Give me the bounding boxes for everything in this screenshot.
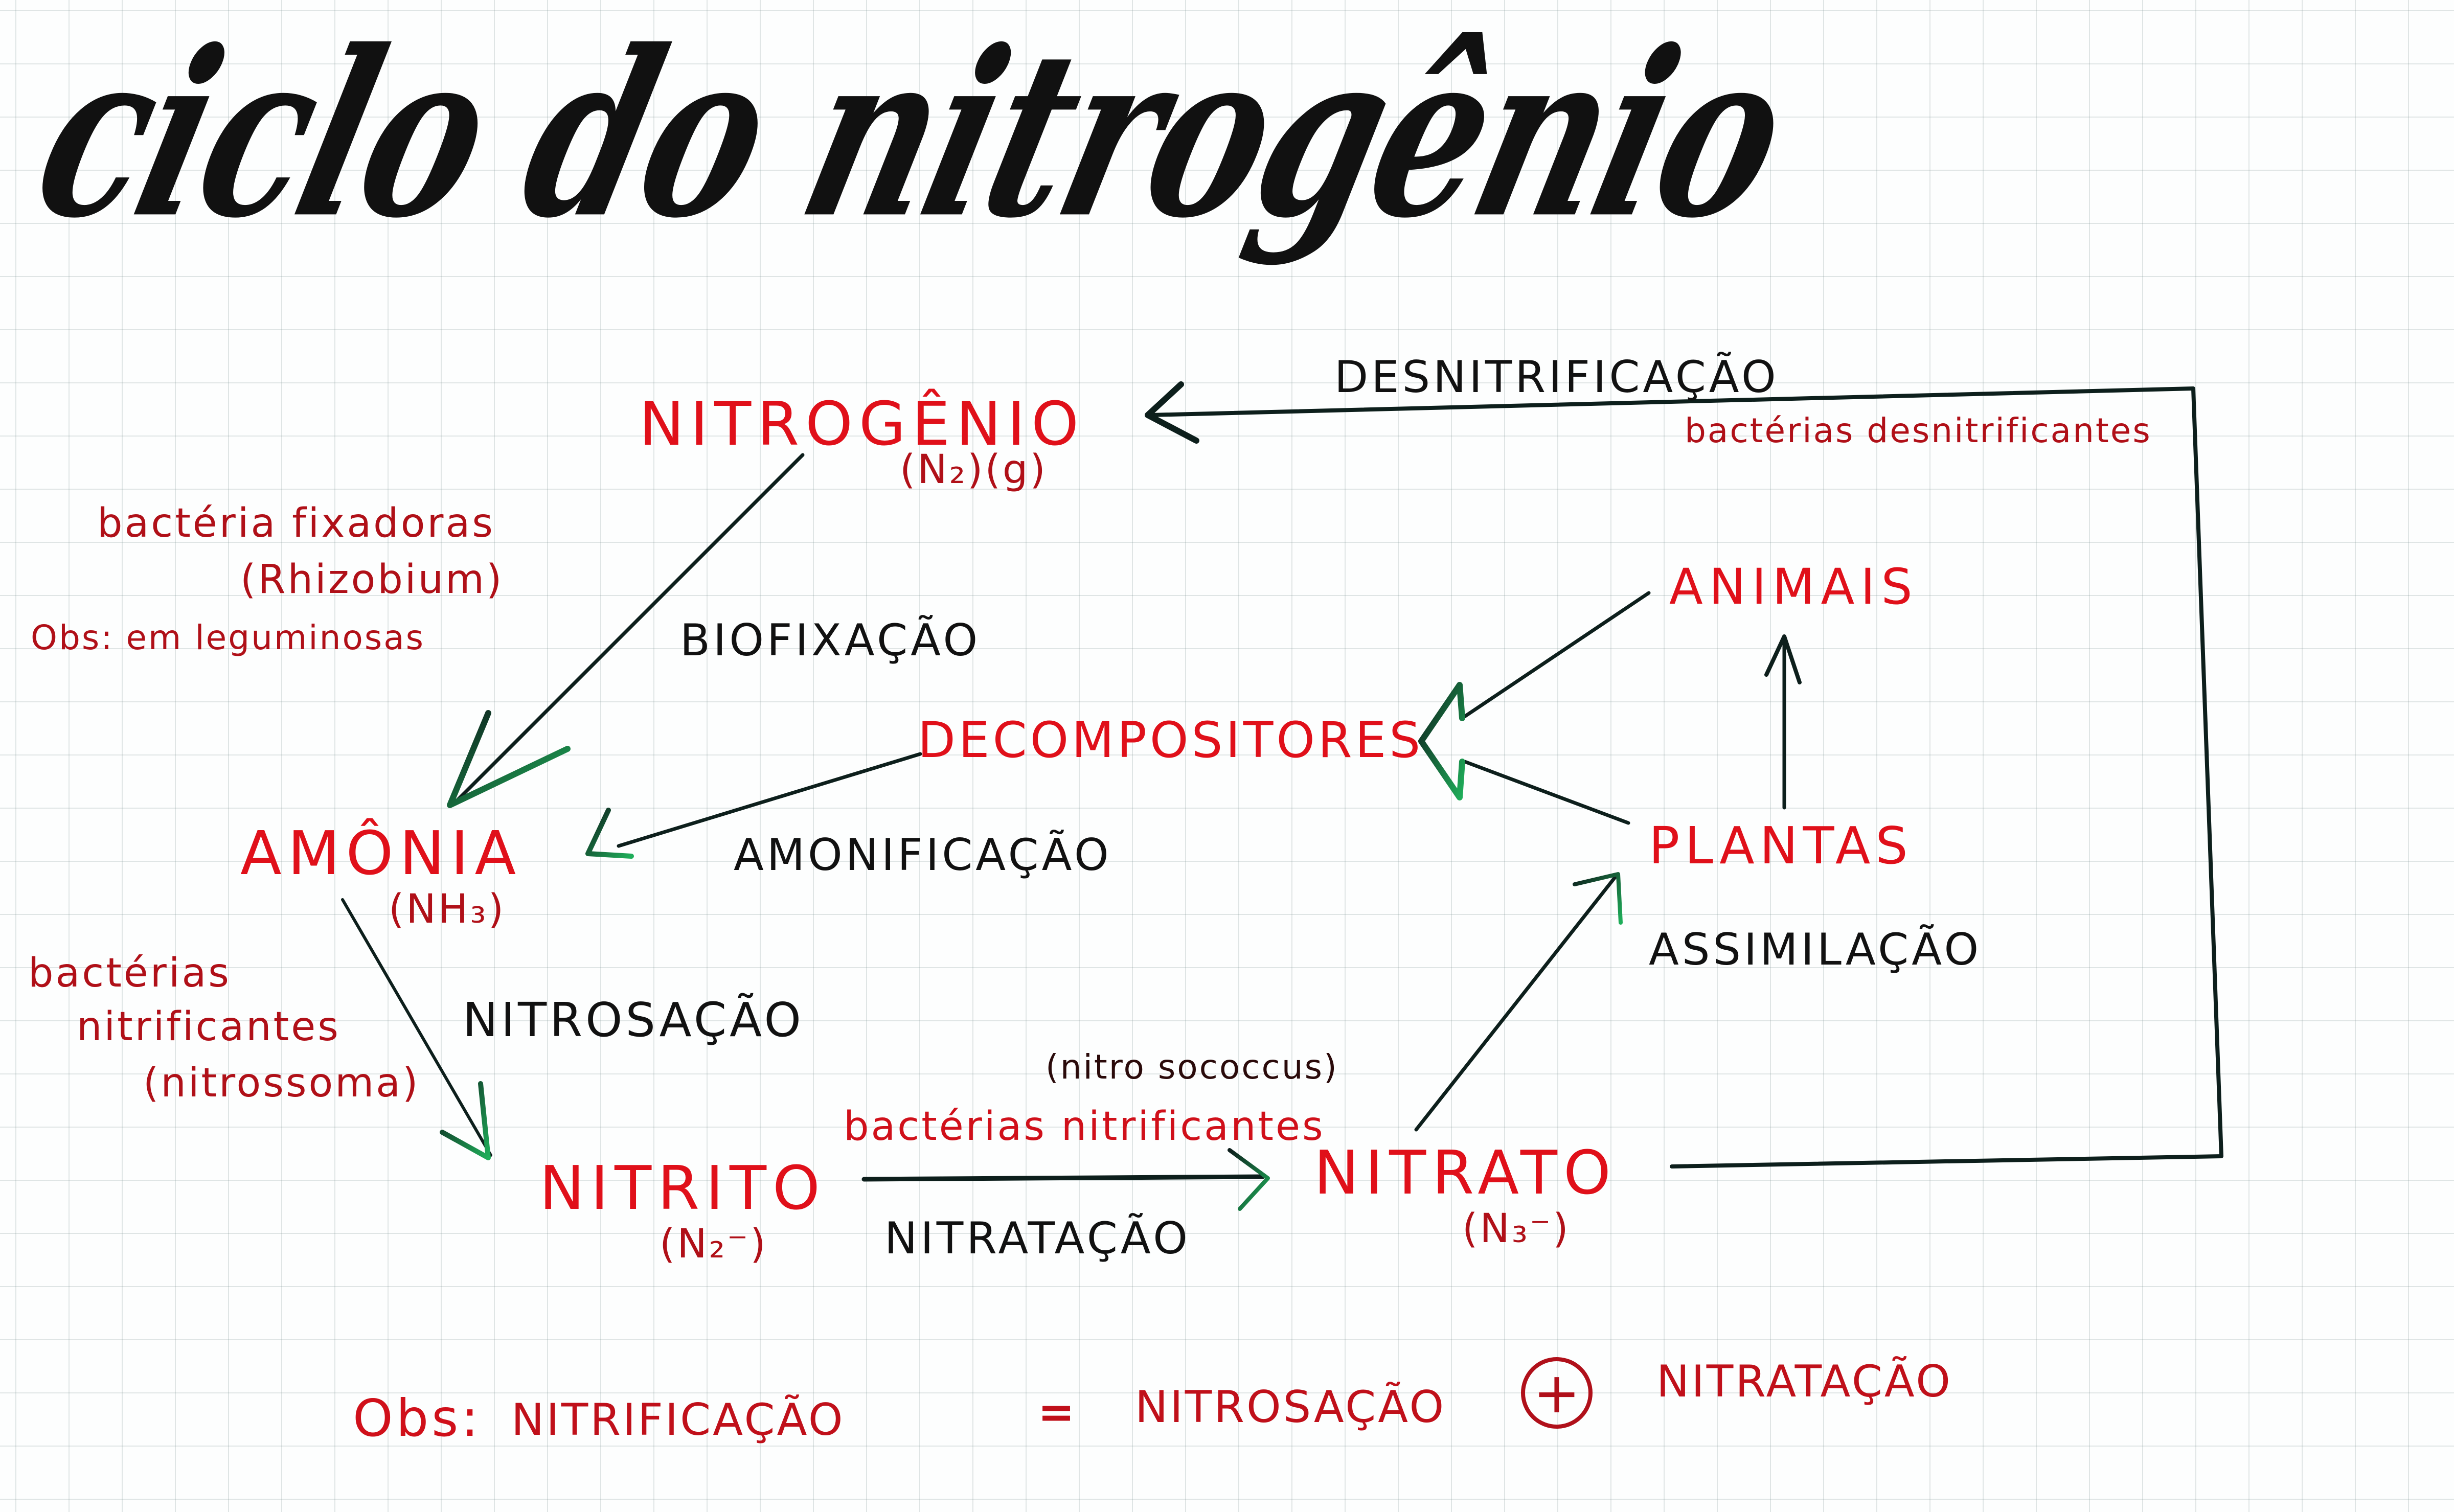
formula-amonia: (NH₃) (389, 886, 506, 932)
footer-plus-circle: + (1521, 1357, 1593, 1429)
process-desnitrificacao: DESNITRIFICAÇÃO (1334, 352, 1779, 403)
amonificacao-arrowhead (585, 808, 634, 859)
formula-nitrito: (N₂⁻) (660, 1221, 768, 1267)
node-nitrito: NITRITO (539, 1153, 826, 1223)
plantas-to-decompositores-arrow (1463, 760, 1630, 825)
note-nitrosococcus: (nitro sococcus) (1046, 1047, 1338, 1087)
node-decompositores: DECOMPOSITORES (918, 712, 1424, 769)
desnitrificacao-arrowhead (1145, 381, 1199, 444)
biofixacao-arrowhead (447, 710, 571, 808)
nitratacao-arrowhead (1228, 1148, 1270, 1211)
note-nitrossoma: (nitrossoma) (143, 1060, 420, 1106)
page-title: ciclo do nitrogênio (15, 0, 1808, 268)
plus-icon: + (1533, 1360, 1581, 1426)
node-amonia: AMÔNIA (240, 818, 522, 888)
biofixacao-arrow (453, 453, 805, 805)
note-obs-leguminosas: Obs: em leguminosas (31, 618, 425, 657)
note-bacterias-nitrificantes-1: bactérias (28, 950, 231, 996)
process-nitrosacao: NITROSAÇÃO (463, 993, 804, 1047)
formula-nitrato: (N₃⁻) (1462, 1206, 1571, 1252)
node-plantas: PLANTAS (1649, 816, 1913, 876)
process-amonificacao: AMONIFICAÇÃO (734, 830, 1112, 881)
footer-nitrosacao: NITROSAÇÃO (1135, 1382, 1446, 1433)
note-nitrificantes-1: nitrificantes (77, 1004, 340, 1050)
assimilacao-arrowhead (1573, 872, 1623, 925)
process-nitratacao: NITRATAÇÃO (884, 1213, 1191, 1264)
note-rhizobium: (Rhizobium) (240, 557, 504, 603)
nitratacao-arrow (861, 1174, 1265, 1182)
formula-nitrogenio: (N₂)(g) (900, 447, 1048, 493)
nitrosacao-arrowhead (440, 1081, 491, 1160)
note-bacterias-desnitrificantes: bactérias desnitrificantes (1685, 411, 2152, 450)
node-nitrato: NITRATO (1314, 1137, 1617, 1208)
plantas-to-animais-arrowhead (1764, 634, 1802, 684)
node-nitrogenio: NITROGÊNIO (639, 388, 1085, 459)
desnitrificacao-arrow (1148, 386, 2223, 1169)
footer-nitratacao: NITRATAÇÃO (1656, 1356, 1952, 1407)
amonificacao-arrow (617, 752, 922, 848)
footer-nitrificacao: NITRIFICAÇÃO (511, 1394, 845, 1446)
node-animais: ANIMAIS (1669, 558, 1919, 615)
footer-obs-label: Obs: (353, 1388, 482, 1448)
decompositores-arrowhead (1418, 682, 1465, 800)
footer-equals: = (1038, 1387, 1077, 1438)
note-bacterias-nitrificantes-2: bactérias nitrificantes (844, 1104, 1325, 1150)
assimilacao-arrow (1414, 875, 1618, 1132)
process-assimilacao: ASSIMILAÇÃO (1649, 924, 1982, 975)
process-biofixacao: BIOFIXAÇÃO (680, 615, 981, 666)
note-bacteria-fixadoras: bactéria fixadoras (97, 500, 495, 546)
nitrosacao-arrow (341, 898, 492, 1157)
animais-to-decompositores-arrow (1460, 591, 1651, 720)
